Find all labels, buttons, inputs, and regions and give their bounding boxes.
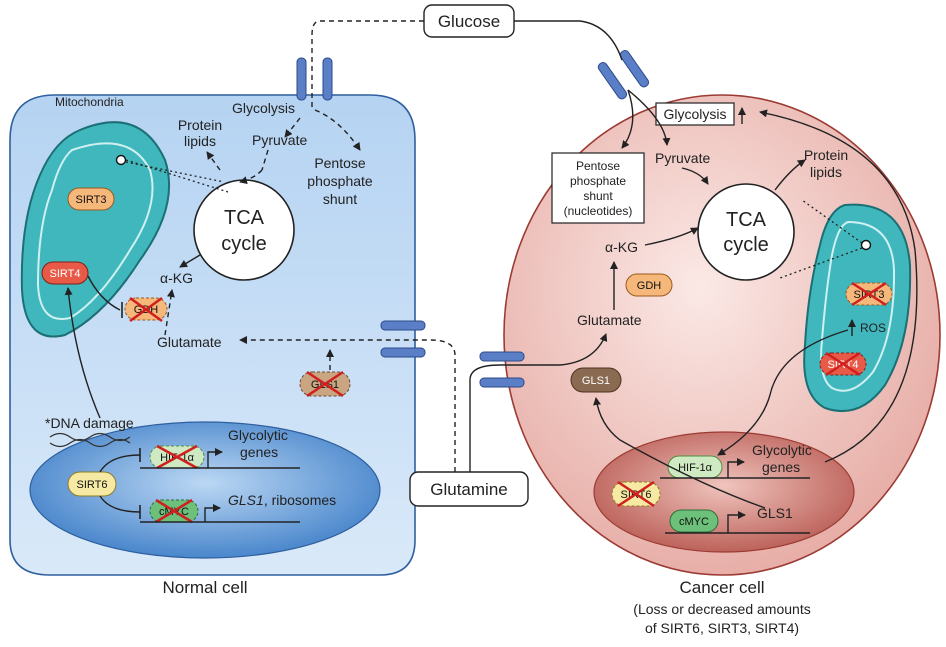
svg-text:SIRT6: SIRT6 <box>77 479 108 491</box>
cancer-cell-caption-3: of SIRT6, SIRT3, SIRT4) <box>645 620 799 636</box>
cancer-glycolysis-box <box>655 102 735 126</box>
svg-text:Glucose: Glucose <box>438 12 500 31</box>
cancer-cell: Glycolysis Pentose phosphate shunt (nucl… <box>503 94 941 576</box>
cancer-glutamine-transporter <box>479 351 525 388</box>
cancer-cell-caption-2: (Loss or decreased amounts <box>633 601 810 617</box>
cancer-pentose-label-4: (nucleotides) <box>564 204 633 218</box>
akg-label: α-KG <box>160 270 193 286</box>
glycolytic-genes-label-1: Glycolytic <box>228 427 288 443</box>
cancer-gls1-gene-label: GLS1 <box>757 505 793 521</box>
cancer-pentose-label-2: phosphate <box>570 174 626 188</box>
tca-label-2: cycle <box>221 233 267 255</box>
mitochondria-label: Mitochondria <box>55 95 124 109</box>
normal-nucleus <box>29 421 381 559</box>
normal-glucose-transporter <box>296 57 333 101</box>
sirt6-pill: SIRT6 <box>67 471 117 497</box>
hif-inhibited-pill: HIF-1α <box>149 444 205 470</box>
protein-lipids-label-2: lipids <box>184 133 216 149</box>
cancer-glucose-transporter <box>597 50 650 100</box>
normal-glutamine-transporter <box>380 320 426 358</box>
glycolytic-genes-label-2: genes <box>240 444 278 460</box>
cancer-glycolytic-label-1: Glycolytic <box>752 442 812 458</box>
glucose-node: Glucose <box>423 4 515 38</box>
gls1-ribosomes-label: GLS1, ribosomes <box>228 492 336 508</box>
cancer-cmyc-pill: cMYC <box>669 509 719 533</box>
svg-text:SIRT4: SIRT4 <box>50 268 81 280</box>
cancer-tca-label-2: cycle <box>723 234 769 256</box>
cancer-gls1-pill: GLS1 <box>570 367 622 393</box>
cancer-hif-pill: HIF-1α <box>667 455 723 479</box>
cancer-pentose-box <box>551 152 645 224</box>
glycolysis-label: Glycolysis <box>232 100 295 116</box>
tca-label-1: TCA <box>224 207 265 229</box>
glutamine-node: Glutamine <box>409 471 529 507</box>
dna-damage-label: *DNA damage <box>45 415 134 431</box>
cancer-glycolytic-label-2: genes <box>762 459 800 475</box>
normal-cell: Mitochondria SIRT3 SIRT4 Glycolysis Pyru… <box>9 94 416 576</box>
glutamate-label: Glutamate <box>157 334 222 350</box>
cancer-pentose-label-3: shunt <box>583 189 613 203</box>
cancer-sirt3-inhibited-pill: SIRT3 <box>845 281 893 307</box>
gls1-inhibited-pill: GLS1 <box>299 370 351 398</box>
cancer-glycolysis-label: Glycolysis <box>663 106 726 122</box>
cancer-glutamate-label: Glutamate <box>577 312 642 328</box>
gdh-inhibited-pill: GDH <box>124 296 168 323</box>
svg-text:SIRT3: SIRT3 <box>76 194 107 206</box>
cancer-sirt6-inhibited-pill: SIRT6 <box>611 480 661 508</box>
pyruvate-label: Pyruvate <box>252 132 307 148</box>
ros-label: ROS <box>860 321 886 335</box>
cancer-akg-label: α-KG <box>605 239 638 255</box>
cancer-tca-label-1: TCA <box>726 209 767 231</box>
svg-text:Glutamine: Glutamine <box>430 480 507 499</box>
cancer-tca-cycle-circle <box>697 183 795 281</box>
pentose-shunt-label-3: shunt <box>323 191 357 207</box>
dna-helix-icon <box>49 432 131 448</box>
svg-text:HIF-1α: HIF-1α <box>678 462 713 474</box>
cancer-pyruvate-label: Pyruvate <box>655 150 710 166</box>
tca-cycle-circle <box>193 179 295 281</box>
svg-text:cMYC: cMYC <box>679 516 709 528</box>
cmyc-inhibited-pill: cMYC <box>149 498 199 524</box>
cancer-cell-caption: Cancer cell <box>679 578 764 597</box>
normal-cell-caption: Normal cell <box>162 578 247 597</box>
cancer-gdh-pill: GDH <box>625 273 673 297</box>
svg-text:GLS1: GLS1 <box>582 375 610 387</box>
protein-lipids-label-1: Protein <box>178 117 222 133</box>
pentose-shunt-label-1: Pentose <box>314 155 366 171</box>
cancer-sirt4-inhibited-pill: SIRT4 <box>819 351 867 377</box>
cancer-pentose-label-1: Pentose <box>576 159 620 173</box>
cancer-protein-label-1: Protein <box>804 147 848 163</box>
svg-text:GDH: GDH <box>637 280 662 292</box>
sirt4-pill: SIRT4 <box>41 261 89 285</box>
cancer-protein-label-2: lipids <box>810 164 842 180</box>
sirt3-pill: SIRT3 <box>67 187 115 211</box>
pentose-shunt-label-2: phosphate <box>307 173 373 189</box>
